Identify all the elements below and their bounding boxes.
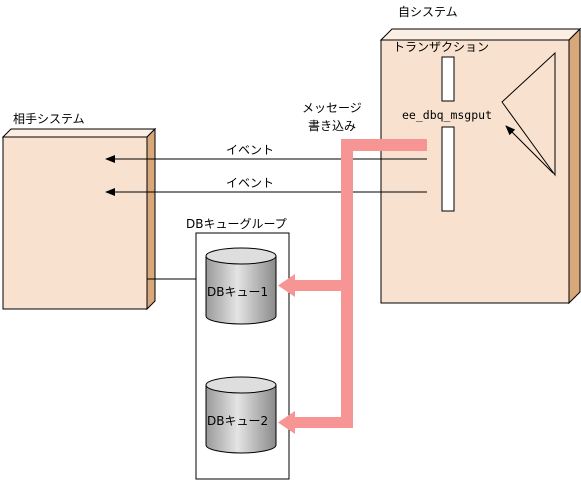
partner-system-box	[1, 127, 157, 311]
return-arrow	[505, 125, 554, 174]
transaction-bar-bottom	[441, 126, 455, 212]
partner-system-title: 相手システム	[13, 112, 85, 126]
event-label-1: イベント	[226, 143, 274, 157]
transaction-bar-top	[441, 56, 455, 102]
event-label-2: イベント	[226, 176, 274, 190]
function-label: ee_dbq_msgput	[402, 108, 492, 122]
own-system-title: 自システム	[398, 5, 458, 19]
db-queue-2-cylinder	[205, 376, 277, 454]
call-triangle	[501, 51, 556, 177]
message-write-arrow	[278, 139, 427, 434]
message-write-label-line2: 書き込み	[308, 119, 356, 133]
db-queue-1-label: DBキュー1	[207, 285, 268, 299]
db-queue-2-label: DBキュー2	[207, 414, 268, 428]
db-queue-group-title: DBキューグループ	[186, 217, 287, 231]
db-queue-1-cylinder	[205, 247, 277, 325]
own-system-box	[379, 27, 581, 305]
message-write-label-line1: メッセージ	[302, 101, 362, 115]
transaction-label: トランザクション	[393, 40, 489, 54]
